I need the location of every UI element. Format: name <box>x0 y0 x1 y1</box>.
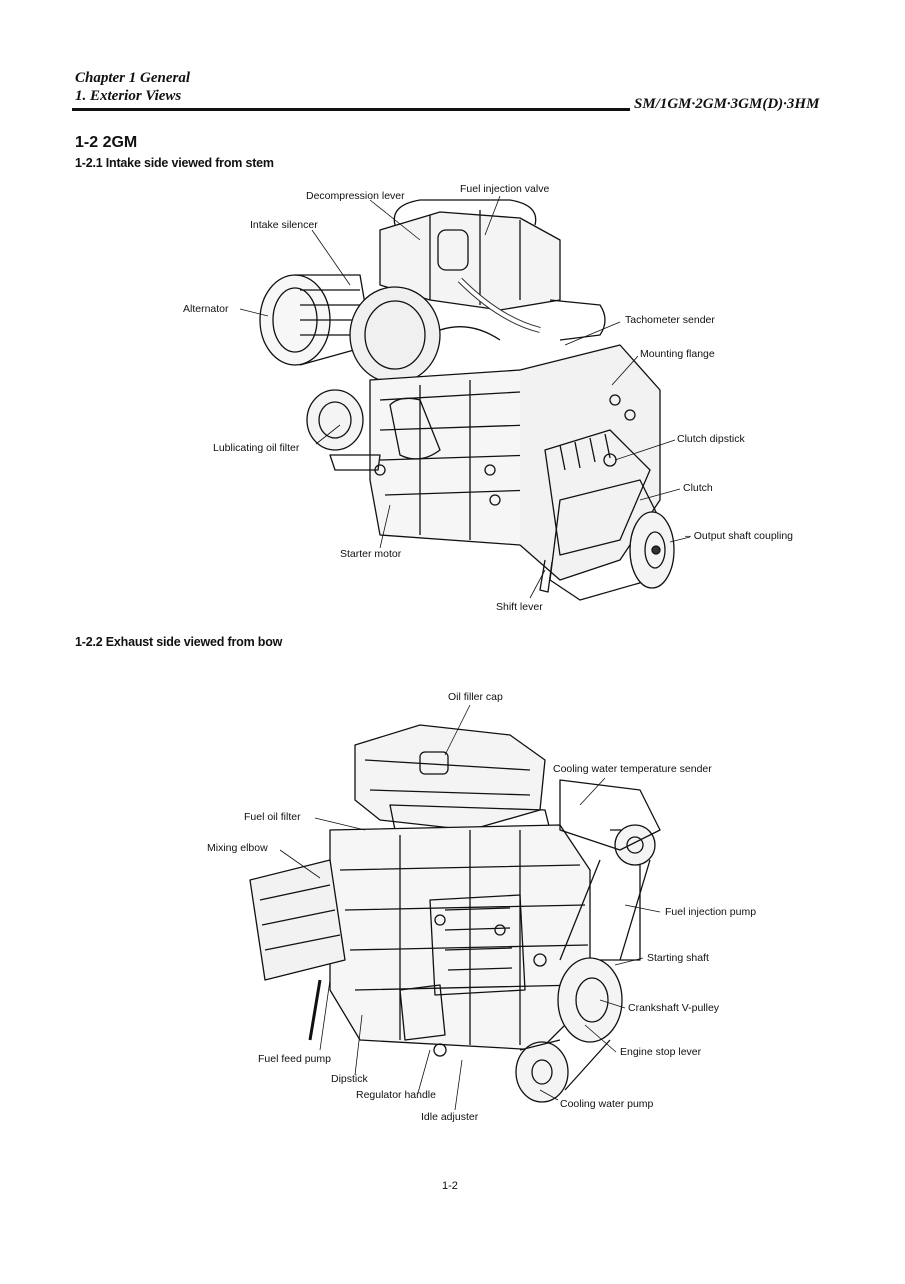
label-idle-adjuster: Idle adjuster <box>421 1111 479 1123</box>
label-intake-silencer: Intake silencer <box>250 219 318 231</box>
label-clutch-dipstick: Clutch dipstick <box>677 433 745 445</box>
label-oil-filler-cap: Oil filler cap <box>448 691 503 703</box>
header-rule <box>72 108 630 111</box>
label-cooling-water-temperature-sender: Cooling water temperature sender <box>553 763 712 775</box>
exhaust-leader-lines <box>279 704 661 1111</box>
label-starting-shaft: Starting shaft <box>647 952 709 964</box>
label-mounting-flange: Mounting flange <box>640 348 715 360</box>
page-number: 1-2 <box>442 1180 458 1192</box>
label-output-shaft-coupling-text: Output shaft coupling <box>693 530 793 542</box>
label-fuel-injection-valve: Fuel injection valve <box>460 183 550 195</box>
label-crankshaft-v-pulley: Crankshaft V-pulley <box>628 1002 720 1014</box>
intake-view-title: 1-2.1 Intake side viewed from stem <box>75 156 274 170</box>
label-fuel-injection-pump: Fuel injection pump <box>665 906 757 918</box>
label-cooling-water-pump: Cooling water pump <box>560 1098 654 1110</box>
label-regulator-handle: Regulator handle <box>356 1089 436 1101</box>
label-lubricating-oil-filter: Lublicating oil filter <box>213 442 300 454</box>
section-heading: 1. Exterior Views <box>75 88 182 104</box>
label-mixing-elbow: Mixing elbow <box>207 842 268 854</box>
section-title: 1-2 2GM <box>75 134 138 151</box>
label-fuel-oil-filter: Fuel oil filter <box>244 811 301 823</box>
chapter-heading: Chapter 1 General <box>75 70 191 86</box>
exhaust-engine-drawing <box>249 724 661 1103</box>
exhaust-view-title: 1-2.2 Exhaust side viewed from bow <box>75 635 283 649</box>
label-clutch: Clutch <box>683 482 713 494</box>
label-alternator: Alternator <box>183 303 229 315</box>
label-decompression-lever: Decompression lever <box>306 190 405 202</box>
label-shift-lever: Shift lever <box>496 601 543 613</box>
model-list: SM/1GM·2GM·3GM(D)·3HM <box>634 96 820 112</box>
label-output-shaft-coupling: – Output shaft coupling <box>685 530 793 542</box>
intake-engine-drawing <box>259 199 675 601</box>
label-tachometer-sender: Tachometer sender <box>625 314 715 326</box>
label-engine-stop-lever: Engine stop lever <box>620 1046 702 1058</box>
label-starter-motor: Starter motor <box>340 548 402 560</box>
label-fuel-feed-pump: Fuel feed pump <box>258 1053 331 1065</box>
label-dipstick: Dipstick <box>331 1073 368 1085</box>
intake-leader-lines <box>239 195 691 599</box>
